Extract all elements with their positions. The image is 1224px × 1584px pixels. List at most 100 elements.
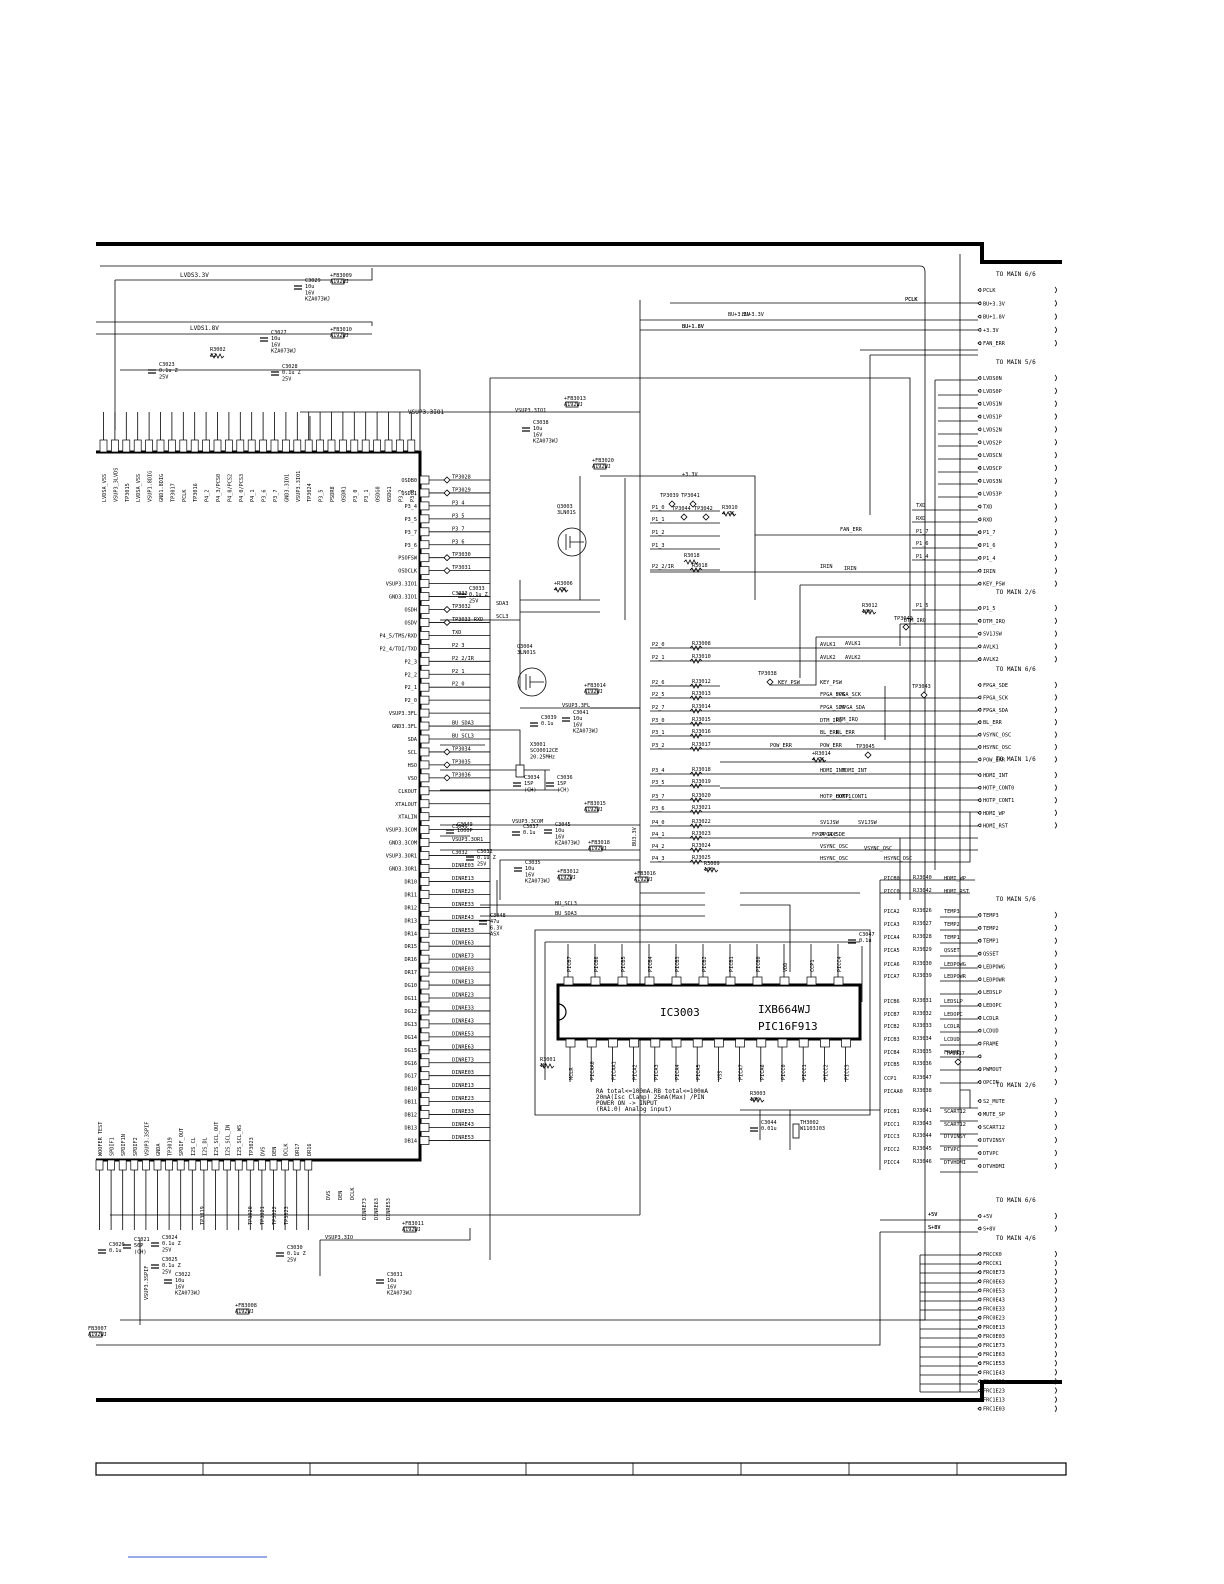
main-right-net-label: C3032 — [452, 850, 468, 856]
component-label: R3010 — [722, 505, 738, 511]
main-bottom-pin — [211, 1159, 220, 1171]
pic-port-resistor: RJ3038 — [913, 1088, 932, 1094]
port-resistor: RJ3018 — [692, 767, 711, 773]
connector-bracket — [1054, 438, 1057, 446]
connector-bracket — [1054, 604, 1057, 612]
main-right-net-label: DINRE43 — [452, 915, 474, 921]
connector-pin-mark — [977, 1214, 982, 1218]
component-label: R3001 — [540, 1057, 556, 1063]
connector-pin-label: FRC1E03 — [983, 1407, 1005, 1413]
main-right-pin — [419, 864, 430, 873]
component-label: 47u — [490, 919, 499, 925]
main-right-pin-label: DG13 — [405, 1022, 418, 1028]
main-right-net-label: DINRE53 — [452, 1135, 474, 1141]
main-top-pin — [270, 439, 279, 453]
bottom-misc-label: DEN — [338, 1191, 344, 1200]
port-net: BL_ERR — [820, 730, 840, 736]
testpoint-diamond — [443, 605, 451, 614]
connector-pin-mark — [977, 376, 982, 380]
connector-pin-label: LVDS0P — [983, 389, 1002, 395]
connector-pin-mark — [977, 543, 982, 547]
net-label-lvds1v8: LVDS1.8V — [190, 325, 219, 332]
ferrite-bead — [585, 806, 599, 813]
component-label: 10u — [525, 866, 534, 872]
connector-wire-label: S+8V — [928, 1225, 941, 1231]
resistor — [811, 757, 827, 763]
port-resistor-symbol — [689, 683, 703, 689]
connector-pin-label: DTVPC — [983, 1151, 999, 1157]
component-label: 16V — [175, 1284, 184, 1290]
connector-pin-label: LEDPOWG — [983, 964, 1005, 970]
main-right-net-label: TXD — [452, 630, 461, 636]
component-label: 22 — [210, 353, 216, 359]
component-label: 16V — [305, 290, 314, 296]
connector-pin-label: FRC1E43 — [983, 1370, 1005, 1376]
connector-pin-label: FRC1E23 — [983, 1389, 1005, 1395]
pic-port-name: PICC4 — [884, 1160, 900, 1166]
main-right-pin-label: P2_2 — [405, 672, 418, 678]
pic-top-pin — [563, 976, 574, 986]
main-top-pin — [407, 439, 416, 453]
component-label: 25V — [287, 1257, 296, 1263]
connector-pin-label: LVDS0N — [983, 376, 1002, 382]
main-top-pin — [316, 439, 324, 453]
component-label: C3038 — [533, 420, 549, 426]
main-right-net-label: DINRE63 — [452, 1044, 474, 1050]
connector-pin-mark — [977, 478, 982, 483]
main-bottom-pin — [292, 1159, 301, 1171]
connector-bracket — [1054, 1396, 1057, 1403]
main-right-net-label: DINRE23 — [452, 993, 474, 999]
main-right-pin — [419, 631, 430, 640]
component-label: C3023 — [159, 362, 175, 368]
connector-pin-label: HOTP_CONT0 — [983, 786, 1014, 792]
pic-note-1: RA total<=100mA.RB total<=100mA — [596, 1088, 708, 1095]
thermistor — [792, 1123, 800, 1139]
connector-pin-label: AVLK2 — [983, 657, 999, 663]
connector-bracket — [1054, 911, 1057, 919]
pic-port-resistor: RJ3040 — [913, 875, 932, 881]
component-label: 4.7K — [554, 587, 567, 593]
pic-port-name: PICB4 — [884, 1050, 900, 1056]
connector-bracket — [1054, 975, 1057, 983]
bottom-misc-label: DINRE73 — [362, 1198, 368, 1220]
main-top-pin-label: P3_0 — [353, 490, 359, 503]
connector-bracket — [1054, 326, 1057, 334]
pic-bottom-pin — [798, 1038, 809, 1048]
main-right-pin-label: OSDB1 — [401, 491, 417, 497]
component-label: +FB3012 — [557, 869, 579, 875]
port-net: FPGA_SCK — [820, 692, 846, 698]
main-right-pin-label: P3_4 — [405, 504, 418, 510]
connector-pin-label: S+8V — [983, 1227, 996, 1233]
main-right-net-label: P2_1 — [452, 669, 465, 675]
components: C302910u16VKZA073WJ+FB3009A192WJC302710u… — [88, 273, 878, 1338]
main-right-pin — [419, 643, 430, 653]
main-right-net-label: C3049 — [452, 824, 468, 830]
port-resistor-symbol — [689, 746, 703, 752]
pic-port-net: LEDSLP — [944, 999, 963, 1005]
component-label: A192WJ — [235, 1309, 254, 1315]
connector-bracket — [1054, 1097, 1057, 1105]
main-bottom-pin — [200, 1159, 208, 1171]
main-right-pin-label: DR15 — [405, 944, 418, 950]
pic-port-name: PICC3 — [884, 1134, 900, 1140]
connector-pin-label: LVDSCP — [983, 466, 1002, 472]
component-label: C3027 — [271, 330, 287, 336]
main-top-pin-label: GND1.8DIG — [159, 474, 165, 502]
main-top-pin — [361, 439, 370, 453]
connector-pin-mark — [977, 568, 982, 573]
main-right-pin — [419, 877, 430, 886]
connector-pin-label: IRIN — [983, 569, 996, 575]
main-bottom-pin-label: VSUP3.3SPIF — [144, 1122, 150, 1156]
main-top-pin — [99, 439, 108, 453]
main-right-net-label: DINRE33 — [452, 1109, 474, 1115]
connector-pin-mark — [977, 785, 982, 790]
port-resistor: RJ3021 — [692, 805, 711, 811]
testpoint-diamond — [443, 554, 451, 562]
main-right-net-label: BU_SDA3 — [452, 721, 474, 727]
